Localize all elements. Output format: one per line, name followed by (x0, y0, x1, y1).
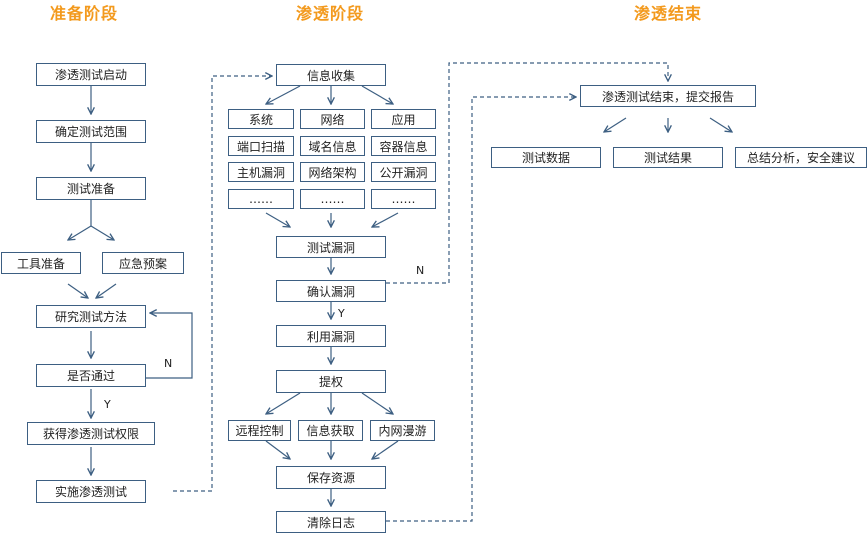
box-ready: 测试准备 (36, 177, 146, 200)
label-no-confirm: N (416, 264, 425, 277)
box-lateral-move: 内网漫游 (370, 420, 435, 441)
phase-heading-finish: 渗透结束 (634, 4, 703, 23)
grid-cell-network: 网络 (300, 109, 365, 129)
arrow-contingency-to-method (96, 283, 117, 298)
box-info-get: 信息获取 (298, 420, 363, 441)
grid-cell-more-2: …… (300, 189, 365, 209)
arrow-passed-no-loop (146, 313, 193, 379)
arrow-tools-to-method (67, 283, 88, 298)
arrow-escalate-to-lateral (361, 392, 393, 414)
dashed-execute-to-collect (173, 76, 272, 492)
dashed-confirm-no-to-finish (386, 62, 668, 284)
box-test-data: 测试数据 (491, 147, 601, 168)
box-clear-logs: 清除日志 (276, 511, 386, 533)
arrow-collect-to-system (266, 85, 301, 104)
box-start: 渗透测试启动 (36, 63, 146, 86)
box-confirm-vuln: 确认漏洞 (276, 280, 386, 302)
grid-cell-container-info: 容器信息 (371, 136, 436, 156)
box-contingency: 应急预案 (102, 252, 184, 274)
arrow-collect-to-app (361, 85, 393, 104)
label-yes-passed: Y (104, 398, 111, 411)
box-summary: 总结分析，安全建议 (735, 147, 867, 168)
box-test-result: 测试结果 (613, 147, 723, 168)
arrow-remote-to-save (265, 440, 290, 459)
grid-cell-system: 系统 (228, 109, 294, 129)
grid-cell-network-arch: 网络架构 (300, 162, 365, 182)
label-no-passed: N (164, 357, 173, 370)
arrow-lateral-to-save (372, 440, 399, 459)
phase-heading-penetrate: 渗透阶段 (296, 4, 365, 23)
box-collect: 信息收集 (276, 64, 386, 86)
grid-cell-domain-info: 域名信息 (300, 136, 365, 156)
box-execute: 实施渗透测试 (36, 480, 146, 503)
box-tools: 工具准备 (1, 252, 81, 274)
grid-cell-more-1: …… (228, 189, 294, 209)
box-escalate: 提权 (276, 370, 386, 393)
arrow-grid1-to-test (265, 212, 290, 227)
grid-cell-public-vuln: 公开漏洞 (371, 162, 436, 182)
box-passed: 是否通过 (36, 364, 146, 387)
box-save-resources: 保存资源 (276, 466, 386, 489)
arrow-fork-to-contingency (90, 225, 114, 240)
phase-heading-prepare: 准备阶段 (50, 4, 119, 23)
box-report: 渗透测试结束，提交报告 (580, 85, 756, 107)
grid-cell-application: 应用 (371, 109, 436, 129)
box-permission: 获得渗透测试权限 (27, 422, 155, 445)
arrow-fork-to-tools (68, 225, 92, 240)
label-yes-confirm: Y (338, 307, 345, 320)
box-method: 研究测试方法 (36, 305, 146, 328)
dashed-clear-to-finish (386, 97, 576, 522)
arrow-report-to-data (604, 117, 627, 132)
arrow-escalate-to-remote (266, 392, 301, 414)
grid-cell-more-3: …… (371, 189, 436, 209)
box-test-vuln: 测试漏洞 (276, 236, 386, 258)
box-exploit: 利用漏洞 (276, 325, 386, 347)
arrow-report-to-summary (709, 117, 732, 132)
arrow-grid3-to-test (372, 212, 399, 227)
grid-cell-port-scan: 端口扫描 (228, 136, 294, 156)
box-remote-control: 远程控制 (228, 420, 291, 441)
grid-cell-host-vuln: 主机漏洞 (228, 162, 294, 182)
box-scope: 确定测试范围 (36, 120, 146, 143)
